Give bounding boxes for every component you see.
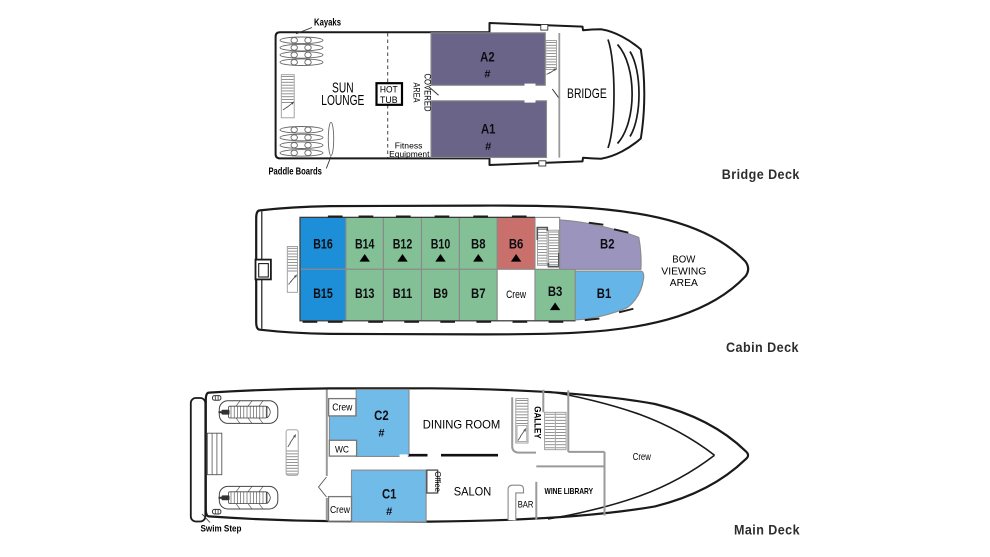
svg-text:Swim Step: Swim Step [201, 524, 242, 535]
svg-text:BRIDGE: BRIDGE [567, 85, 607, 101]
svg-text:B6: B6 [509, 237, 524, 252]
svg-text:B16: B16 [313, 237, 333, 252]
svg-text:B11: B11 [393, 286, 413, 301]
svg-text:Fitness: Fitness [395, 140, 423, 150]
svg-text:A1: A1 [481, 122, 496, 137]
svg-text:AREA: AREA [670, 277, 698, 289]
svg-text:VIEWING: VIEWING [661, 265, 706, 277]
svg-text:#: # [386, 506, 392, 518]
svg-text:SUN: SUN [332, 81, 354, 97]
svg-text:B9: B9 [433, 286, 448, 301]
svg-text:Bridge Deck: Bridge Deck [722, 166, 800, 182]
svg-text:Equipment: Equipment [389, 149, 430, 159]
svg-text:TUB: TUB [380, 95, 398, 105]
svg-text:DINING ROOM: DINING ROOM [423, 418, 501, 432]
svg-text:C2: C2 [374, 408, 389, 423]
svg-text:B3: B3 [548, 284, 563, 299]
svg-text:C1: C1 [382, 487, 397, 502]
svg-text:Cabin Deck: Cabin Deck [726, 339, 799, 355]
svg-text:LOUNGE: LOUNGE [321, 93, 364, 109]
svg-text:BOW: BOW [672, 254, 695, 266]
svg-text:Paddle Boards: Paddle Boards [268, 166, 322, 178]
svg-text:B2: B2 [600, 236, 615, 251]
svg-text:B8: B8 [471, 237, 486, 252]
svg-text:B12: B12 [393, 237, 413, 252]
svg-text:SALON: SALON [454, 485, 492, 499]
svg-text:Main Deck: Main Deck [734, 522, 800, 538]
svg-text:Crew: Crew [330, 504, 350, 516]
svg-text:B15: B15 [313, 286, 333, 301]
svg-text:B7: B7 [471, 286, 486, 301]
svg-text:HOT: HOT [380, 85, 398, 95]
svg-text:AREA: AREA [410, 83, 421, 104]
svg-text:Office: Office [433, 471, 442, 492]
svg-text:Crew: Crew [506, 289, 526, 301]
svg-text:GALLEY: GALLEY [532, 406, 543, 439]
svg-text:WINE LIBRARY: WINE LIBRARY [545, 486, 594, 496]
svg-text:#: # [485, 141, 491, 153]
svg-text:B14: B14 [355, 237, 375, 252]
svg-text:B13: B13 [355, 286, 375, 301]
svg-text:Crew: Crew [633, 451, 651, 463]
svg-text:Crew: Crew [332, 402, 352, 414]
svg-text:Kayaks: Kayaks [314, 17, 341, 29]
svg-text:BAR: BAR [518, 500, 534, 511]
svg-text:B10: B10 [431, 237, 451, 252]
svg-text:#: # [378, 428, 384, 440]
svg-text:WC: WC [335, 444, 349, 454]
svg-text:A2: A2 [480, 50, 495, 65]
svg-text:#: # [484, 69, 490, 81]
svg-text:B1: B1 [597, 286, 612, 301]
svg-text:COVERED: COVERED [422, 74, 433, 112]
